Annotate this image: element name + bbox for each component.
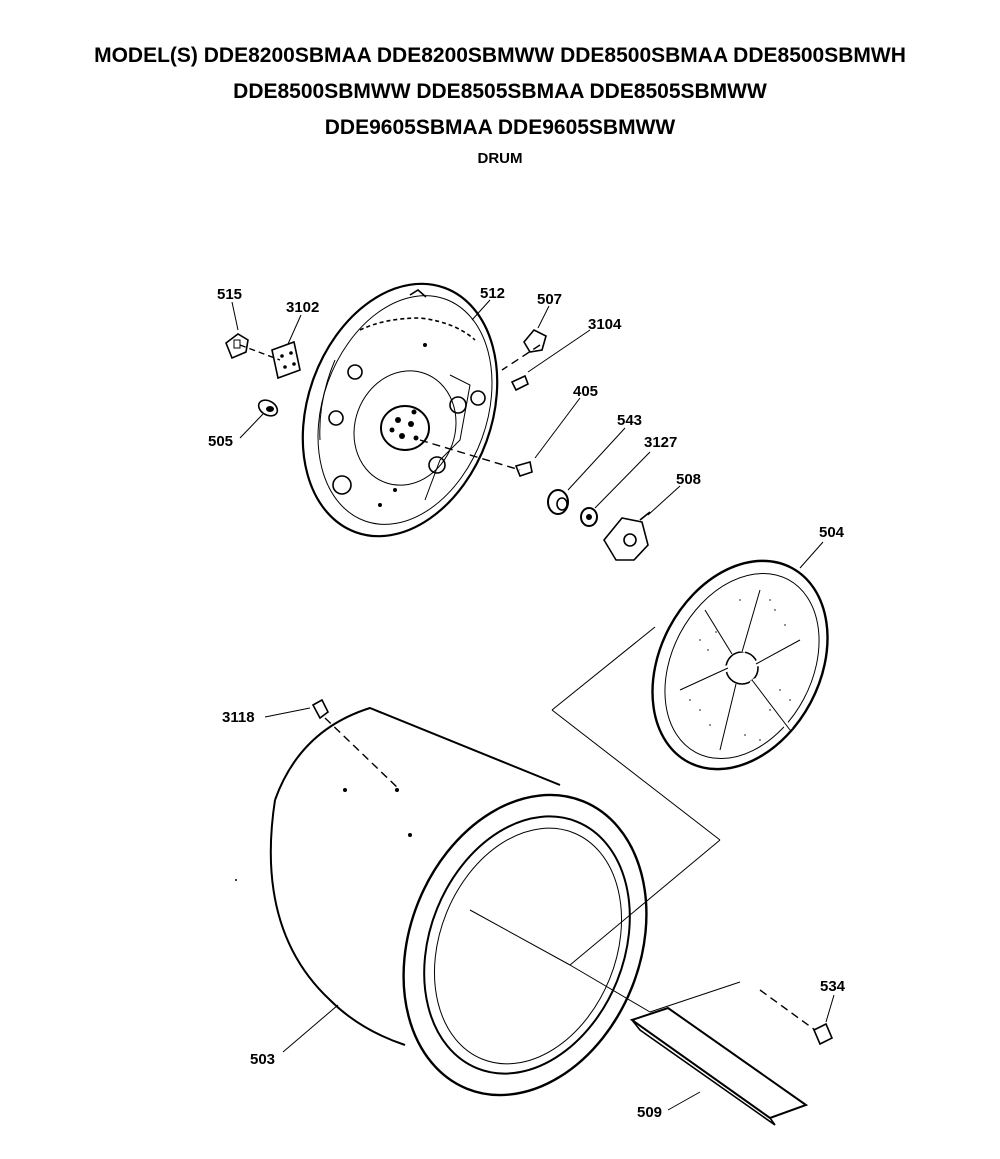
alignment-lines: [239, 344, 816, 1031]
front-plate-504: [651, 559, 829, 771]
diagram-subtitle: DRUM: [477, 150, 523, 167]
part-labels: 515 3102 512 507 3104 405 505 543 3127 5…: [208, 285, 846, 1121]
part-543-bearing: [547, 489, 569, 515]
part-405-screw: [514, 460, 533, 477]
part-505-bearing: [257, 399, 279, 417]
label-503: 503: [250, 1051, 275, 1068]
label-3127: 3127: [644, 434, 677, 451]
label-508: 508: [676, 471, 701, 488]
label-515: 515: [217, 286, 242, 303]
label-405: 405: [573, 383, 598, 400]
label-509: 509: [637, 1104, 662, 1121]
label-534: 534: [820, 978, 846, 995]
drum-glide-509: [629, 1006, 809, 1126]
part-507-clip: [523, 329, 547, 353]
rear-bulkhead-512: [301, 282, 499, 538]
label-507: 507: [537, 291, 562, 308]
part-508-shaft: [603, 511, 651, 561]
drum-503: [235, 706, 648, 1097]
part-515-clip: [225, 333, 249, 360]
part-3127-washer: [580, 507, 598, 527]
part-3104-screw: [510, 374, 530, 392]
label-504: 504: [819, 524, 845, 541]
label-3104: 3104: [588, 316, 622, 333]
model-line-1: MODEL(S) DDE8200SBMAA DDE8200SBMWW DDE85…: [94, 44, 906, 67]
callout-leaders: [231, 299, 835, 1111]
part-3118-screw: [311, 698, 330, 720]
label-505: 505: [208, 433, 233, 450]
label-3102: 3102: [286, 299, 319, 316]
part-534-screw: [812, 1022, 834, 1046]
model-line-3: DDE9605SBMAA DDE9605SBMWW: [324, 116, 676, 139]
label-512: 512: [480, 285, 505, 302]
label-543: 543: [617, 412, 642, 429]
diagram-header: MODEL(S) DDE8200SBMAA DDE8200SBMWW DDE85…: [0, 38, 1000, 172]
model-line-2: DDE8500SBMWW DDE8505SBMAA DDE8505SBMWW: [233, 80, 767, 103]
label-3118: 3118: [222, 709, 255, 726]
part-3102-pad: [271, 340, 301, 380]
